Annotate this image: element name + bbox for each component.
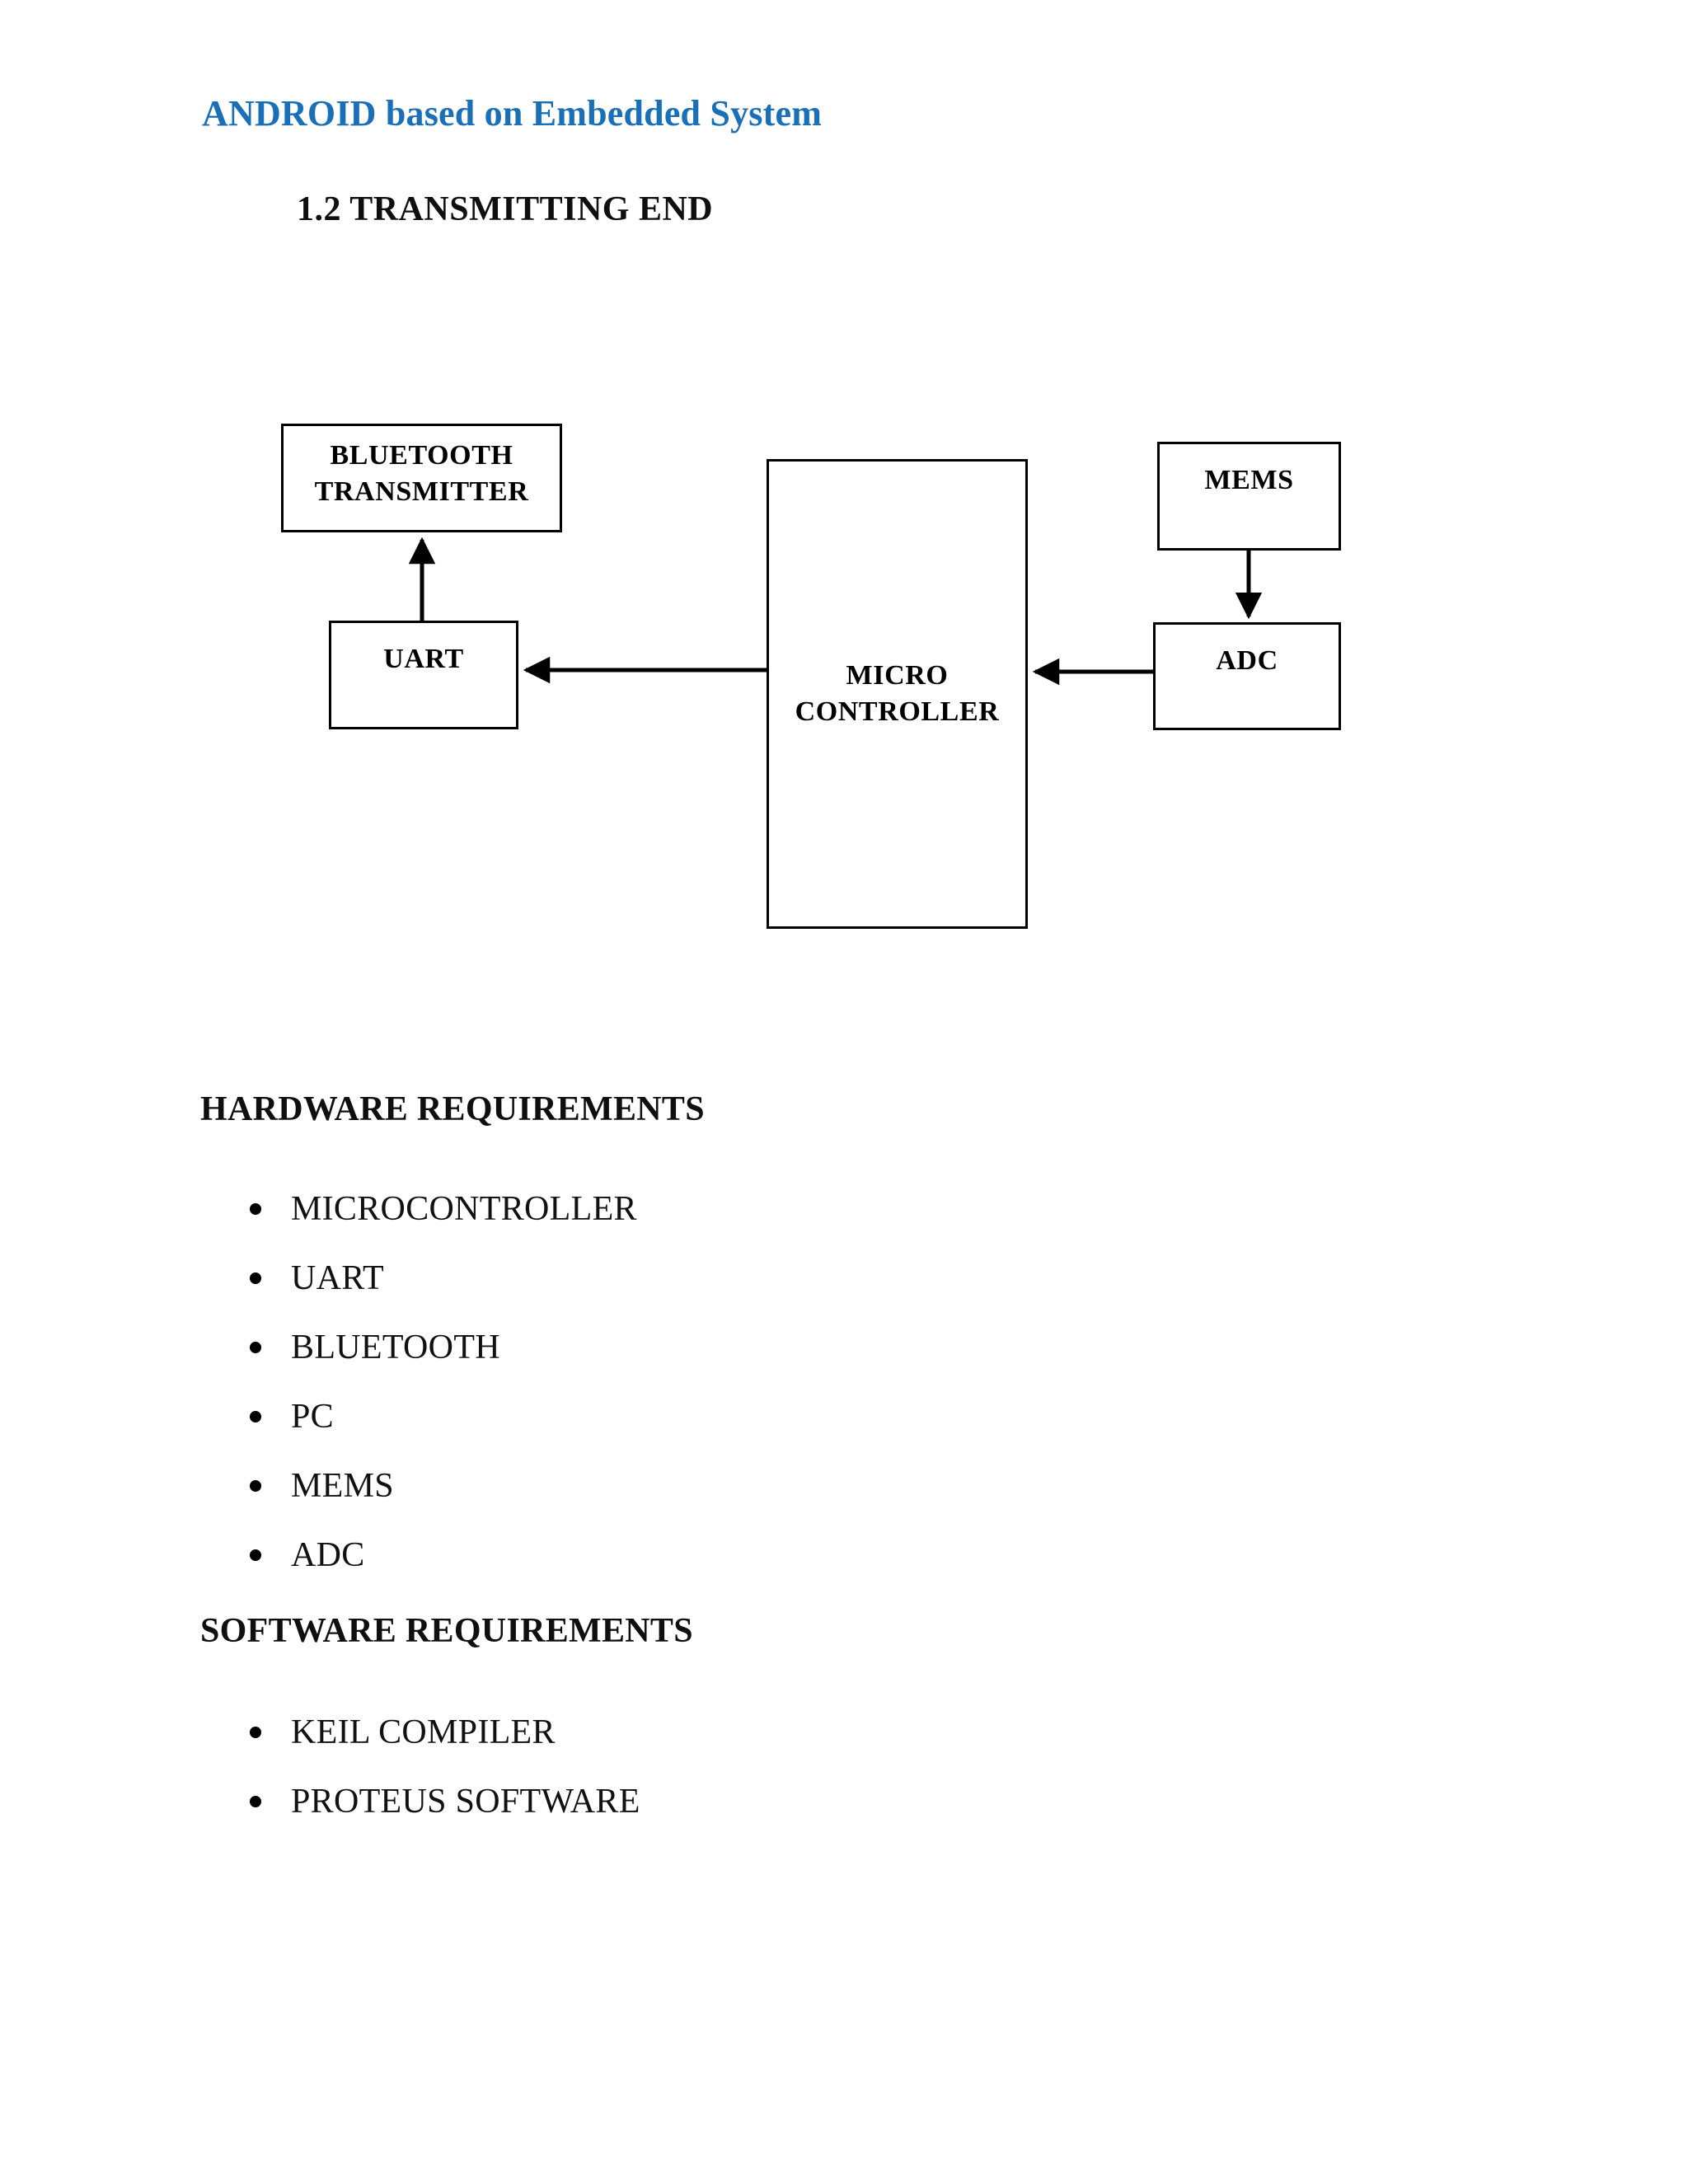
bullet-icon bbox=[250, 1727, 261, 1738]
section-heading-transmitting-end: 1.2 TRANSMITTING END bbox=[297, 190, 714, 228]
diagram-node-label: MEMS bbox=[1204, 465, 1294, 495]
list-item: ADC bbox=[247, 1521, 637, 1590]
list-item-label: PC bbox=[291, 1398, 334, 1436]
bullet-icon bbox=[250, 1549, 261, 1561]
diagram-node-adc: ADC bbox=[1153, 622, 1341, 730]
list-item: PC bbox=[247, 1382, 637, 1451]
diagram-node-uart: UART bbox=[329, 621, 518, 729]
list-item: MEMS bbox=[247, 1451, 637, 1521]
list-item: KEIL COMPILER bbox=[247, 1698, 640, 1767]
software-requirements-list: KEIL COMPILER PROTEUS SOFTWARE bbox=[247, 1698, 640, 1836]
software-requirements-heading: SOFTWARE REQUIREMENTS bbox=[200, 1612, 693, 1650]
list-item-label: MEMS bbox=[291, 1467, 394, 1505]
list-item-label: UART bbox=[291, 1259, 385, 1297]
bullet-icon bbox=[250, 1272, 261, 1284]
block-diagram: BLUETOOTH TRANSMITTER UART MICRO CONTROL… bbox=[0, 0, 1688, 989]
list-item-label: ADC bbox=[291, 1536, 365, 1574]
bullet-icon bbox=[250, 1480, 261, 1492]
list-item-label: KEIL COMPILER bbox=[291, 1713, 556, 1751]
bullet-icon bbox=[250, 1342, 261, 1353]
document-header-title: ANDROID based on Embedded System bbox=[202, 93, 823, 134]
bullet-icon bbox=[250, 1411, 261, 1422]
hardware-requirements-list: MICROCONTROLLER UART BLUETOOTH PC MEMS A… bbox=[247, 1174, 637, 1590]
diagram-node-label: BLUETOOTH TRANSMITTER bbox=[314, 440, 529, 507]
bullet-icon bbox=[250, 1203, 261, 1215]
diagram-node-label: MICRO CONTROLLER bbox=[795, 660, 1000, 727]
list-item-label: MICROCONTROLLER bbox=[291, 1190, 637, 1228]
hardware-requirements-heading: HARDWARE REQUIREMENTS bbox=[200, 1090, 705, 1128]
list-item: MICROCONTROLLER bbox=[247, 1174, 637, 1244]
list-item: BLUETOOTH bbox=[247, 1313, 637, 1382]
list-item: PROTEUS SOFTWARE bbox=[247, 1767, 640, 1836]
diagram-node-micro-controller: MICRO CONTROLLER bbox=[767, 459, 1028, 929]
diagram-node-label: ADC bbox=[1216, 645, 1278, 676]
list-item-label: PROTEUS SOFTWARE bbox=[291, 1783, 640, 1821]
list-item: UART bbox=[247, 1244, 637, 1313]
diagram-node-label: UART bbox=[383, 644, 464, 674]
list-item-label: BLUETOOTH bbox=[291, 1329, 500, 1366]
diagram-node-bluetooth-transmitter: BLUETOOTH TRANSMITTER bbox=[281, 424, 562, 532]
diagram-node-mems: MEMS bbox=[1157, 442, 1341, 551]
bullet-icon bbox=[250, 1796, 261, 1807]
